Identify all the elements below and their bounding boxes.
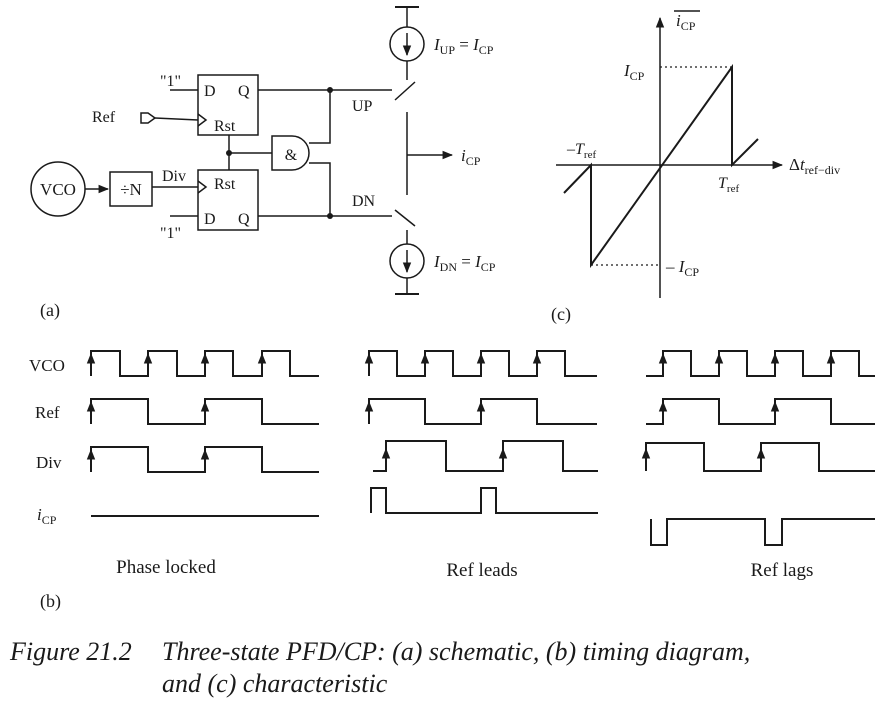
bottom-flip-flop [197,169,259,231]
neg-level-label: – ICP [665,257,699,279]
characteristic-panel: iCP Δtref−div ICP – ICP –Tref Tref (c) [551,10,840,325]
waveform-div-leads [373,440,598,472]
panel-a-label: (a) [40,300,60,321]
rising-edge-markers [86,352,836,470]
top-ff-q-label: Q [238,83,250,100]
icp-output-label: iCP [461,146,481,168]
and-gate [271,135,310,171]
x-axis-label: Δtref−div [789,155,840,177]
dn-current-label: IDN = ICP [433,252,496,274]
icp-row-label: iCP [37,505,57,527]
y-axis-label: iCP [676,11,696,33]
vco-row-label: VCO [29,356,65,375]
up-signal-label: UP [352,98,373,115]
waveform-ref-leads [368,398,597,425]
top-flip-flop [197,74,259,136]
figure-caption: Figure 21.2 Three-state PFD/CP: (a) schem… [10,636,870,700]
neg-tref-label: –Tref [566,141,596,161]
bottom-one-label: "1" [160,225,181,242]
transfer-curve [563,63,759,269]
top-one-label: "1" [160,73,181,90]
up-switch [394,81,416,101]
up-current-label: IUP = ICP [433,35,494,57]
waveform-div-locked [90,446,319,473]
caption-ref-lags: Ref lags [751,560,814,581]
timing-panel: VCO Ref Div iCP Phase locked Ref leads R… [29,350,875,612]
waveform-ref-locked [90,398,319,425]
top-ff-rst-label: Rst [214,118,236,135]
divider-label: ÷N [120,180,142,199]
and-gate-label: & [285,147,298,164]
ref-input-label: Ref [92,109,116,126]
caption-line-1: Three-state PFD/CP: (a) schematic, (b) t… [162,637,751,666]
pos-tref-label: Tref [718,175,739,195]
ref-row-label: Ref [35,403,60,422]
figure-number: Figure 21.2 [10,637,132,666]
schematic-panel: D Q Rst Rst D Q "1" "1" Ref VCO ÷N Div U… [30,6,496,321]
caption-phase-locked: Phase locked [116,557,216,578]
dn-switch [394,209,416,227]
waveform-icp-lags [650,518,875,546]
waveform-ref-lags [646,398,875,425]
vco-label: VCO [40,180,76,199]
div-signal-label: Div [162,168,186,185]
bottom-ff-rst-label: Rst [214,176,236,193]
waveform-vco-locked [90,350,319,377]
bottom-ff-d-label: D [204,211,216,228]
divider-block [109,171,153,207]
waveform-div-lags [645,442,875,472]
panel-c-label: (c) [551,304,571,325]
panel-b-label: (b) [40,591,61,612]
waveform-vco-leads [368,350,597,377]
pos-level-label: ICP [623,61,645,83]
div-row-label: Div [36,453,62,472]
caption-line-2: and (c) characteristic [162,669,388,698]
waveform-vco-lags [646,350,875,377]
waveform-icp-leads [370,487,598,514]
caption-ref-leads: Ref leads [446,560,517,581]
bottom-ff-q-label: Q [238,211,250,228]
top-ff-d-label: D [204,83,216,100]
dn-signal-label: DN [352,193,376,210]
